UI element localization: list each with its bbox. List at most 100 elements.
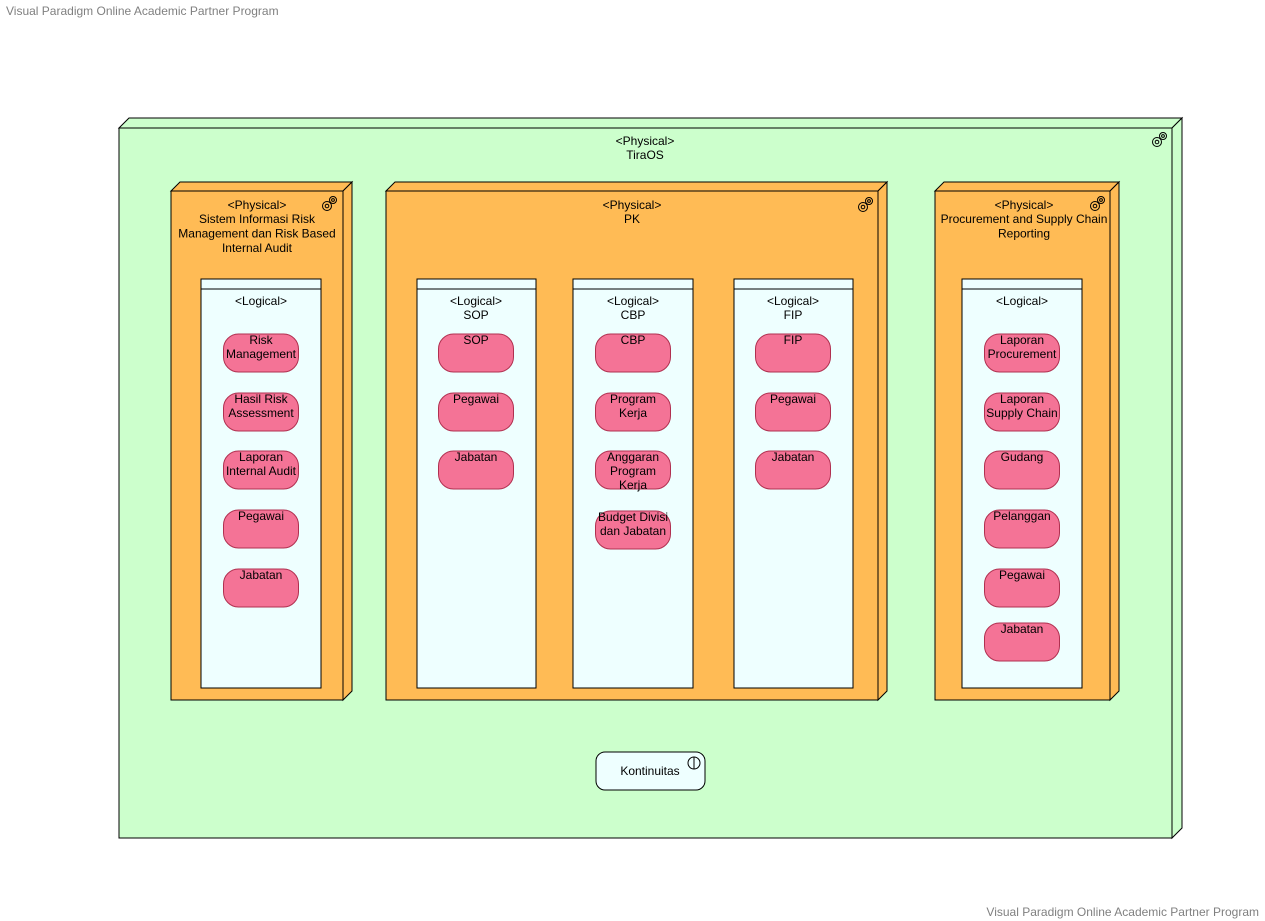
interface-kontinuitas[interactable]: Kontinuitas [595,751,706,791]
logical-component[interactable]: <Logical>LaporanProcurementLaporanSupply… [961,278,1083,689]
entity-shape [984,622,1060,662]
physical-node-1[interactable]: <Physical>Sistem Informasi RiskManagemen… [169,180,354,702]
physical-node-3[interactable]: <Physical>Procurement and Supply ChainRe… [933,180,1121,702]
outer-node-tiraos-side [1171,116,1183,840]
entity-label: Risk [249,333,273,347]
node-name: Internal Audit [222,241,293,255]
entity-label: FIP [784,333,803,347]
entity-label: Jabatan [1001,622,1044,636]
entity-shape [984,392,1060,432]
entity-label: SOP [463,333,488,347]
entity-shape [438,333,514,373]
entity-shape [984,568,1060,608]
entity-label: Laporan [1000,333,1044,347]
entity-shape [984,333,1060,373]
entity-item[interactable]: FIP [755,333,831,373]
entity-item[interactable]: Pegawai [984,568,1060,608]
entity-item[interactable]: Jabatan [755,450,831,490]
logical-component[interactable]: <Logical>CBPCBPProgramKerjaAnggaranProgr… [572,278,694,689]
gear-small [329,196,337,204]
gears-icon [1152,132,1167,147]
entity-shape [755,392,831,432]
gear-small-hub [331,198,335,202]
gear-large-hub [1154,139,1160,145]
logical-name: FIP [784,308,803,322]
entity-item[interactable]: CBP [595,333,671,373]
entity-label: Laporan [1000,392,1044,406]
logical-stereotype: <Logical> [235,294,287,308]
logical-stereotype: <Logical> [607,294,659,308]
entity-label: Program [610,392,656,406]
node-stereotype: <Physical> [995,198,1054,212]
interface-icon [687,756,701,770]
entity-item[interactable]: Jabatan [984,622,1060,662]
outer-name: TiraOS [626,148,664,162]
gear-large-hub [324,203,330,209]
entity-label: Procurement [988,347,1057,361]
entity-item[interactable]: Pegawai [438,392,514,432]
gear-large [1090,201,1100,211]
node-name: PK [624,212,640,226]
gear-large [858,202,868,212]
gear-large-hub [860,204,866,210]
gear-small [865,197,873,205]
entity-item[interactable]: Jabatan [438,450,514,490]
entity-shape [755,333,831,373]
gears-icon [1090,196,1105,211]
entity-item[interactable]: Jabatan [223,568,299,608]
node-name: Procurement and Supply Chain [941,212,1108,226]
entity-label: Pegawai [238,509,284,523]
entity-label: Budget Divisi [598,510,668,524]
entity-label: Pegawai [770,392,816,406]
logical-stereotype: <Logical> [996,294,1048,308]
watermark-top: Visual Paradigm Online Academic Partner … [6,4,279,18]
physical-node-3-side [1109,180,1120,702]
entity-item[interactable]: Pegawai [755,392,831,432]
physical-node-2[interactable]: <Physical>PK<Logical>SOPSOPPegawaiJabata… [384,180,889,702]
entity-shape [595,392,671,432]
entity-label: dan Jabatan [600,524,666,538]
watermark-bottom: Visual Paradigm Online Academic Partner … [986,905,1259,919]
entity-label: Pegawai [999,568,1045,582]
entity-shape [223,333,299,373]
logical-stereotype: <Logical> [450,294,502,308]
gear-large [322,201,332,211]
entity-label: CBP [621,333,646,347]
entity-label: Gudang [1001,450,1044,464]
entity-shape [595,450,671,490]
entity-shape [984,450,1060,490]
node-stereotype: <Physical> [603,198,662,212]
entity-item[interactable]: Pelanggan [984,509,1060,549]
gear-small-hub [1099,198,1103,202]
entity-shape [595,510,671,550]
entity-item[interactable]: Gudang [984,450,1060,490]
node-stereotype: <Physical> [228,198,287,212]
logical-name: CBP [621,308,646,322]
gears-icon [858,197,873,212]
gear-small [1097,196,1105,204]
interface-shape [595,751,706,791]
entity-shape [438,392,514,432]
outer-stereotype: <Physical> [616,134,675,148]
entity-shape [438,450,514,490]
entity-shape [223,509,299,549]
entity-item[interactable]: SOP [438,333,514,373]
gears-icon [322,196,337,211]
entity-label: Jabatan [772,450,815,464]
entity-label: Kerja [619,478,647,492]
entity-item[interactable]: Pegawai [223,509,299,549]
logical-name: SOP [463,308,488,322]
entity-shape [223,450,299,490]
node-name: Sistem Informasi Risk [199,212,316,226]
